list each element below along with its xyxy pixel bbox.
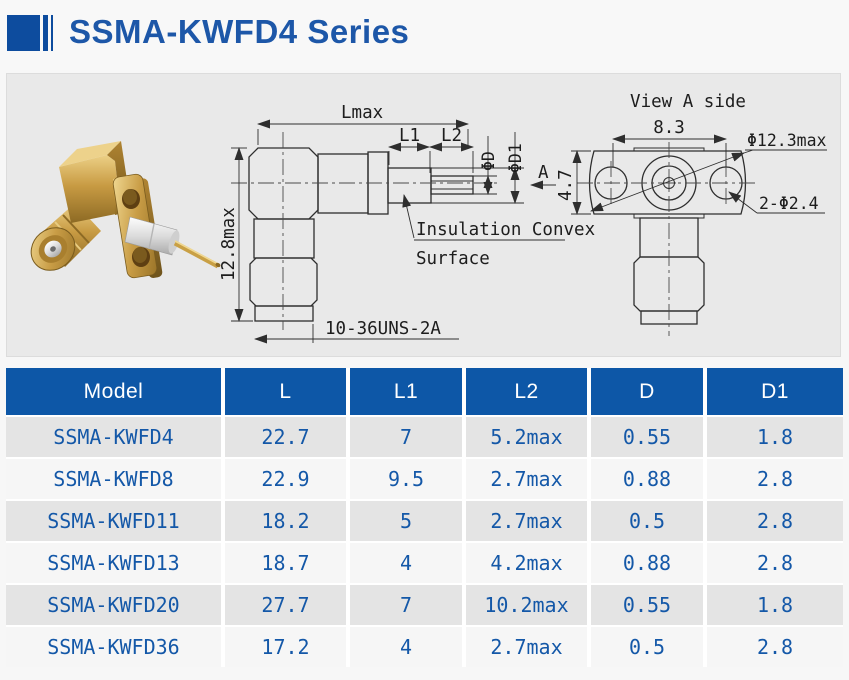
table-cell: 2.8	[707, 543, 843, 583]
thread-label: 10-36UNS-2A	[325, 319, 441, 339]
table-cell: 7	[350, 417, 462, 457]
table-cell: 0.5	[591, 501, 703, 541]
page-header: SSMA-KWFD4 Series	[0, 0, 849, 70]
table-cell: SSMA-KWFD11	[6, 501, 221, 541]
column-header-model: Model	[6, 368, 221, 415]
section-a-label: A	[538, 163, 549, 183]
table-cell: 18.2	[225, 501, 346, 541]
table-cell: SSMA-KWFD36	[6, 627, 221, 667]
line-drawing: Lmax L1 L2 ΦD ΦD1 12.8max 10-36UNS-2A In…	[219, 92, 827, 344]
product-photo	[30, 141, 221, 279]
dim-d-label: ΦD	[479, 151, 498, 171]
column-header-l2: L2	[466, 368, 587, 415]
table-cell: 1.8	[707, 417, 843, 457]
table-cell: 27.7	[225, 585, 346, 625]
side-view-dimensions	[231, 119, 565, 344]
table-cell: 22.7	[225, 417, 346, 457]
table-cell: 0.5	[591, 627, 703, 667]
table-cell: SSMA-KWFD8	[6, 459, 221, 499]
table-cell: 2.7max	[466, 459, 587, 499]
column-header-l1: L1	[350, 368, 462, 415]
table-cell: 2.7max	[466, 627, 587, 667]
table-cell: 17.2	[225, 627, 346, 667]
dim-lmax-label: Lmax	[341, 103, 383, 123]
table-cell: 22.9	[225, 459, 346, 499]
table-cell: 10.2max	[466, 585, 587, 625]
table-cell: SSMA-KWFD4	[6, 417, 221, 457]
technical-drawing-panel: Lmax L1 L2 ΦD ΦD1 12.8max 10-36UNS-2A In…	[6, 73, 841, 357]
dim-12-3-label: Φ12.3max	[747, 131, 827, 150]
table-cell: 4	[350, 627, 462, 667]
view-a-drawing	[588, 147, 747, 325]
table-cell: 4.2max	[466, 543, 587, 583]
table-cell: 4	[350, 543, 462, 583]
column-header-l: L	[225, 368, 346, 415]
page-title: SSMA-KWFD4 Series	[69, 13, 410, 50]
table-cell: 0.88	[591, 459, 703, 499]
view-a-centerlines	[577, 142, 757, 336]
side-view-centerlines	[231, 132, 501, 330]
table-cell: 9.5	[350, 459, 462, 499]
table-cell: 2.7max	[466, 501, 587, 541]
dim-l2-label: L2	[441, 126, 462, 146]
table-cell: 0.55	[591, 417, 703, 457]
dim-height-label: 12.8max	[219, 207, 239, 281]
table-cell: 0.55	[591, 585, 703, 625]
dim-4-7-label: 4.7	[556, 169, 576, 201]
brand-logo-thin-bar	[51, 15, 53, 51]
table-cell: 5	[350, 501, 462, 541]
connector-insulator-pin	[124, 216, 221, 269]
side-view-drawing	[248, 147, 474, 322]
column-header-d: D	[591, 368, 703, 415]
brand-logo-square	[7, 15, 40, 51]
dim-l1-label: L1	[399, 126, 420, 146]
column-header-d1: D1	[707, 368, 843, 415]
dim-d1-label: ΦD1	[506, 143, 525, 173]
insulation-note-line1: Insulation Convex	[416, 220, 595, 240]
view-a-dimensions	[571, 134, 827, 215]
table-cell: 7	[350, 585, 462, 625]
table-cell: SSMA-KWFD13	[6, 543, 221, 583]
table-cell: 0.88	[591, 543, 703, 583]
table-cell: 2.8	[707, 501, 843, 541]
table-cell: 2.8	[707, 459, 843, 499]
table-cell: SSMA-KWFD20	[6, 585, 221, 625]
dim-8-3-label: 8.3	[653, 118, 685, 138]
holes-label: 2-Φ2.4	[759, 194, 819, 213]
table-cell: 1.8	[707, 585, 843, 625]
table-cell: 5.2max	[466, 417, 587, 457]
table-cell: 18.7	[225, 543, 346, 583]
table-cell: 2.8	[707, 627, 843, 667]
insulation-note-line2: Surface	[416, 249, 490, 269]
brand-logo-bar	[43, 15, 48, 51]
view-a-title: View A side	[630, 92, 746, 112]
